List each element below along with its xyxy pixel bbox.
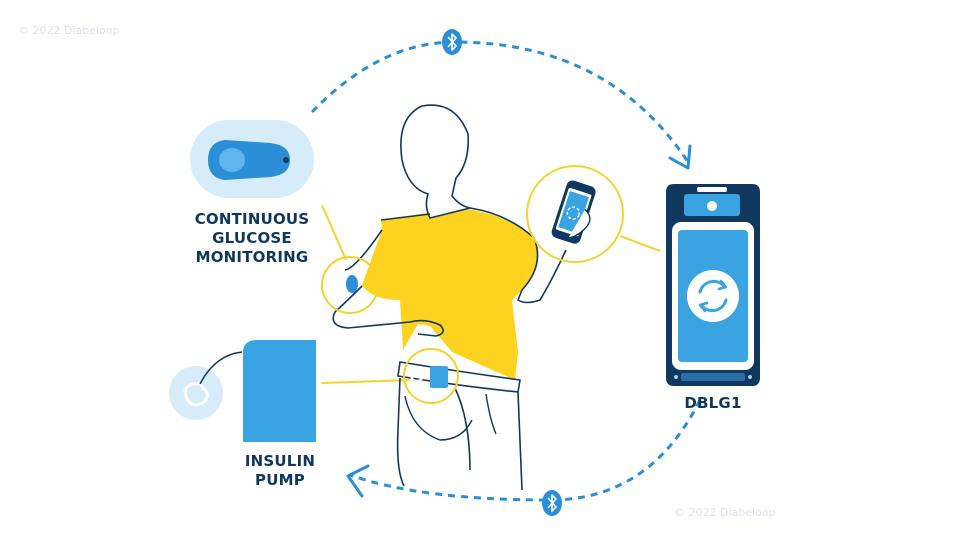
cgm-highlight-circle — [321, 256, 379, 314]
cgm-label-line-2: GLUCOSE — [212, 229, 292, 247]
cgm-label-line-1: CONTINUOUS — [194, 210, 310, 228]
pump-callout-line — [321, 379, 411, 384]
cgm-sensor-illustration — [190, 120, 314, 198]
phone-callout-line — [619, 235, 661, 252]
pump-label-line-2: PUMP — [255, 471, 305, 489]
arrow-head-top — [668, 144, 692, 170]
dblg1-label: DBLG1 — [684, 394, 742, 412]
bluetooth-link-arc-bottom — [349, 399, 702, 502]
sync-arrows-icon — [687, 270, 739, 322]
copyright-notice-bottom: © 2022 Diabeloop — [674, 506, 776, 519]
cgm-label-line-3: MONITORING — [195, 248, 309, 266]
smartphone-illustration — [551, 180, 596, 244]
dblg1-device-illustration — [666, 184, 760, 386]
pump-highlight-circle — [403, 348, 459, 404]
bluetooth-link-arc-top — [310, 40, 692, 166]
pump-label: INSULIN PUMP — [230, 452, 330, 490]
bluetooth-icon — [442, 29, 462, 55]
cgm-label: CONTINUOUS GLUCOSE MONITORING — [190, 210, 314, 267]
arrow-head-bottom — [346, 464, 370, 498]
phone-highlight-circle — [526, 165, 624, 263]
pump-label-line-1: INSULIN — [244, 452, 316, 470]
bluetooth-icon — [542, 490, 562, 516]
copyright-notice-top: © 2022 Diabeloop — [18, 24, 120, 37]
cgm-callout-line — [321, 204, 347, 261]
insulin-pump-illustration — [169, 340, 316, 442]
person-illustration — [332, 104, 567, 491]
